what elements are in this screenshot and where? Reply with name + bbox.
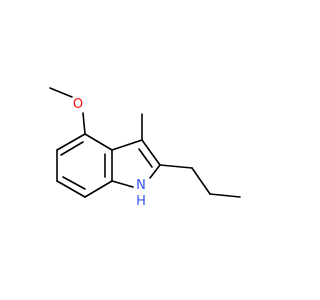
bond-n1-c7a: [111, 180, 134, 188]
bond-propyl-2-3: [209, 193, 241, 198]
bond-c3-c2-inner: [138, 148, 153, 168]
bond-c3a-c4: [84, 133, 113, 151]
bond-c6-c7: [56, 180, 86, 198]
bond-c4-c5-inner: [60, 141, 84, 156]
bond-methyl-oxygen: [49, 87, 73, 98]
molecule-diagram: O N H: [49, 87, 241, 209]
nitrogen-hydrogen-label: H: [136, 194, 146, 209]
bond-c2-n1: [149, 164, 161, 179]
bond-propyl-1-2: [191, 167, 211, 195]
bond-c4-c5: [56, 133, 86, 151]
bond-c3-c2: [141, 139, 161, 166]
bond-c3a-c3: [111, 139, 143, 151]
bond-c6-c7-inner: [62, 176, 86, 190]
oxygen-label: O: [73, 97, 83, 112]
bond-c2-propyl-1: [159, 164, 193, 169]
bond-oxygen-c4: [82, 112, 86, 135]
nitrogen-label: N: [136, 178, 146, 193]
bond-c7-c7a: [84, 180, 113, 198]
